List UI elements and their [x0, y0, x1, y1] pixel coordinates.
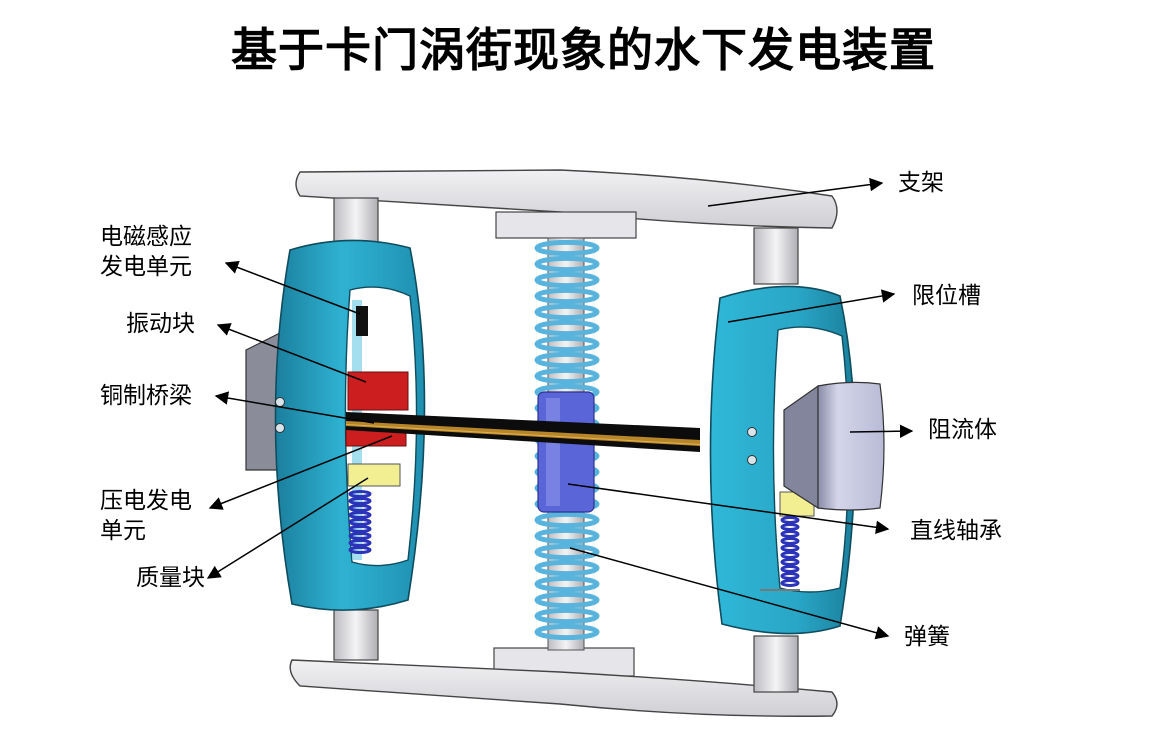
spring-coil	[780, 565, 800, 573]
spring-coil	[534, 543, 600, 561]
spring-coil	[780, 572, 800, 580]
label-limit-groove: 限位槽	[912, 283, 981, 309]
spring-coil	[534, 287, 600, 305]
linear-bearing	[537, 391, 595, 513]
spring-coil	[534, 575, 600, 593]
copper-beam	[346, 412, 700, 452]
left-mass-spring	[348, 490, 372, 554]
spring-coil	[534, 255, 600, 273]
spring-coil	[534, 335, 600, 353]
spring-coil	[534, 623, 600, 641]
label-vibration-block: 振动块	[126, 311, 195, 337]
spring-coil	[534, 559, 600, 577]
spring-coil	[348, 511, 372, 519]
spring-coil	[534, 511, 600, 529]
spring-coil	[780, 530, 800, 538]
label-spring: 弹簧	[904, 624, 950, 650]
spring-coil	[780, 537, 800, 545]
spring-coil	[534, 239, 600, 257]
label-piezo-unit: 压电发电 单元	[100, 488, 192, 544]
label-mass-block: 质量块	[136, 565, 205, 591]
spring-coil	[348, 532, 372, 540]
spring-coil	[348, 546, 372, 554]
spring-coil	[348, 518, 372, 526]
label-em-unit: 电磁感应 发电单元	[100, 224, 192, 280]
callout-arrows	[206, 177, 914, 640]
spring-coil	[348, 539, 372, 547]
spring-coil	[780, 523, 800, 531]
label-linear-bearing: 直线轴承	[910, 518, 1002, 544]
page-title: 基于卡门涡街现象的水下发电装置	[231, 23, 936, 77]
spring-coil	[348, 504, 372, 512]
spring-coil	[534, 351, 600, 369]
label-copper-beam: 铜制桥梁	[100, 383, 192, 409]
bluff-body	[783, 381, 885, 511]
spring-coil	[780, 544, 800, 552]
spring-coil	[534, 607, 600, 625]
label-support: 支架	[898, 170, 944, 196]
spring-coil	[534, 271, 600, 289]
spring-coil	[534, 367, 600, 385]
spring-coil	[348, 525, 372, 533]
spring-coil	[534, 319, 600, 337]
spring-coil	[534, 527, 600, 545]
top-support-plate	[295, 169, 838, 239]
spring-coil	[780, 579, 800, 587]
right-mass-spring	[780, 516, 800, 587]
support-posts	[333, 197, 799, 693]
spring-coil	[534, 303, 600, 321]
spring-coil	[534, 591, 600, 609]
spring-coil	[780, 551, 800, 559]
spring-coil	[348, 497, 372, 505]
label-bluff-body: 阻流体	[928, 417, 997, 443]
spring-coil	[780, 516, 800, 524]
spring-coil	[348, 490, 372, 498]
spring-coil	[780, 558, 800, 566]
